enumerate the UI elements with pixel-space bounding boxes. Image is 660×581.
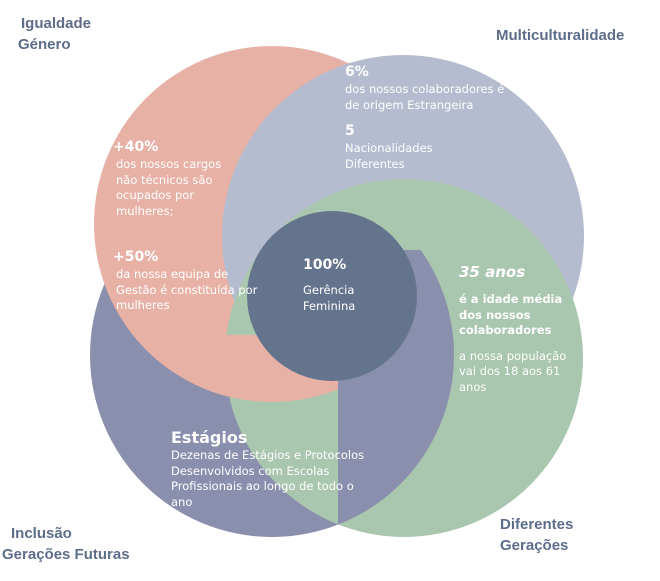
label-gender-line2: Género [18,36,71,53]
gender-text2: da nossa equipa de Gestão é constituída … [116,267,258,312]
center-text: Gerência Feminina [303,283,356,313]
label-gender: Igualdade Género [18,13,91,55]
multi-text1: dos nossos colaboradores é de origem Est… [345,82,505,112]
multi-stats: 6% dos nossos colaboradores é de origem … [345,62,515,172]
inclusion-title: Estágios [171,428,248,447]
label-inclusion-line1: Inclusão [11,525,72,542]
gender-text1: dos nossos cargos não técnicos são ocupa… [116,157,222,218]
generations-stat: 35 anos [459,263,526,281]
circle-center [247,211,417,381]
gender-stat2: +50% [113,249,159,265]
multi-stat1: 6% [345,64,369,80]
gender-stat1: +40% [113,139,159,155]
multi-text2: Nacionalidades Diferentes [345,141,433,171]
label-generations: Diferentes Gerações [500,514,573,556]
label-inclusion-line2: Gerações Futuras [2,546,130,563]
label-generations-line2: Gerações [500,537,569,554]
label-inclusion: Inclusão Gerações Futuras [2,523,130,565]
multi-stat2: 5 [345,123,355,139]
generations-text2: a nossa população vai dos 18 aos 61 anos [459,348,567,394]
inclusion-stats: Estágios Dezenas de Estágios e Protocolo… [171,428,376,510]
center-stat: 100% [303,257,347,273]
generations-text1: é a idade média dos nossos colaboradores [459,292,563,337]
gender-stats: +40% dos nossos cargos não técnicos são … [113,137,257,314]
label-generations-line1: Diferentes [500,516,574,533]
generations-stats: 35 anos é a idade média dos nossos colab… [459,262,574,395]
label-multiculturality: Multiculturalidade [496,27,625,44]
label-gender-line1: Igualdade [21,15,92,32]
inclusion-text: Dezenas de Estágios e Protocolos Desenvo… [171,448,365,509]
center-stats: 100% Gerência Feminina [303,255,373,314]
